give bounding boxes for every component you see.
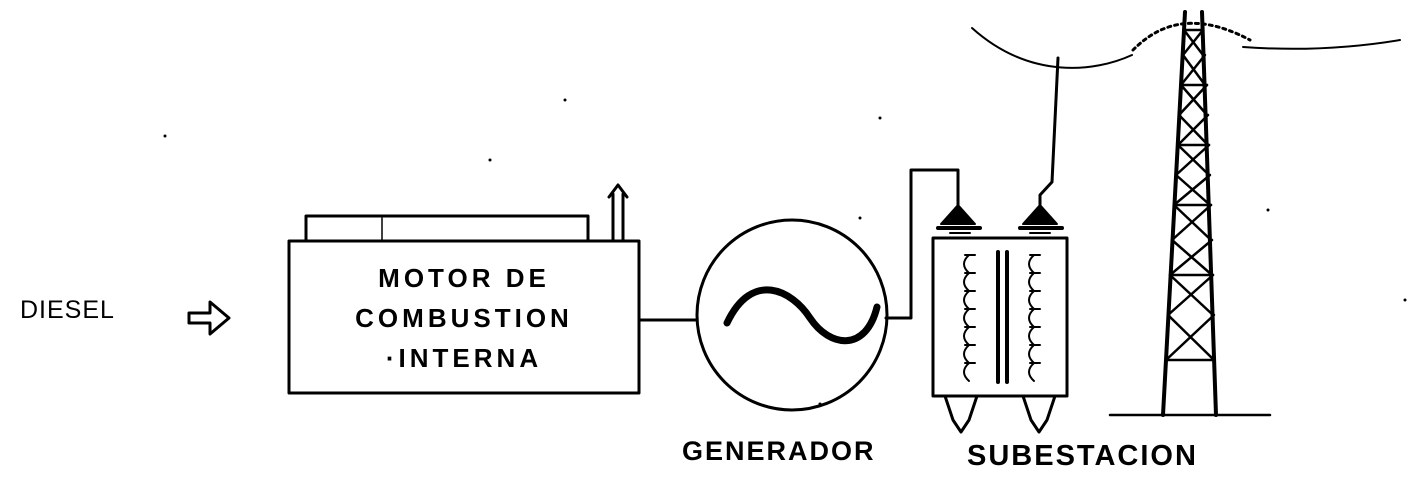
scan-specks: [163, 98, 1407, 406]
transmission-tower-icon: [1108, 10, 1272, 417]
generator-symbol: [695, 218, 889, 412]
engine-block: [287, 214, 641, 395]
engine-label-line3: ·INTERNA: [385, 343, 543, 373]
overhead-line-right: [1242, 39, 1401, 50]
diesel-input-label: DIESEL: [20, 296, 115, 324]
substation-label: SUBESTACION: [967, 440, 1198, 472]
engine-label-line2: COMBUSTION: [355, 303, 573, 333]
input-arrow-icon: [187, 300, 231, 336]
engine-label: MOTOR DE COMBUSTION ·INTERNA: [290, 258, 638, 378]
exhaust-pipe-icon: [607, 183, 629, 243]
engine-label-line1: MOTOR DE: [378, 263, 550, 293]
overhead-line: [971, 27, 1133, 69]
generator-output-wire: [884, 168, 960, 320]
sine-wave-icon: [723, 286, 881, 345]
substation-output-wire: [1038, 56, 1060, 210]
transformer-icon: [931, 204, 1069, 434]
generator-label: GENERADOR: [682, 436, 876, 466]
